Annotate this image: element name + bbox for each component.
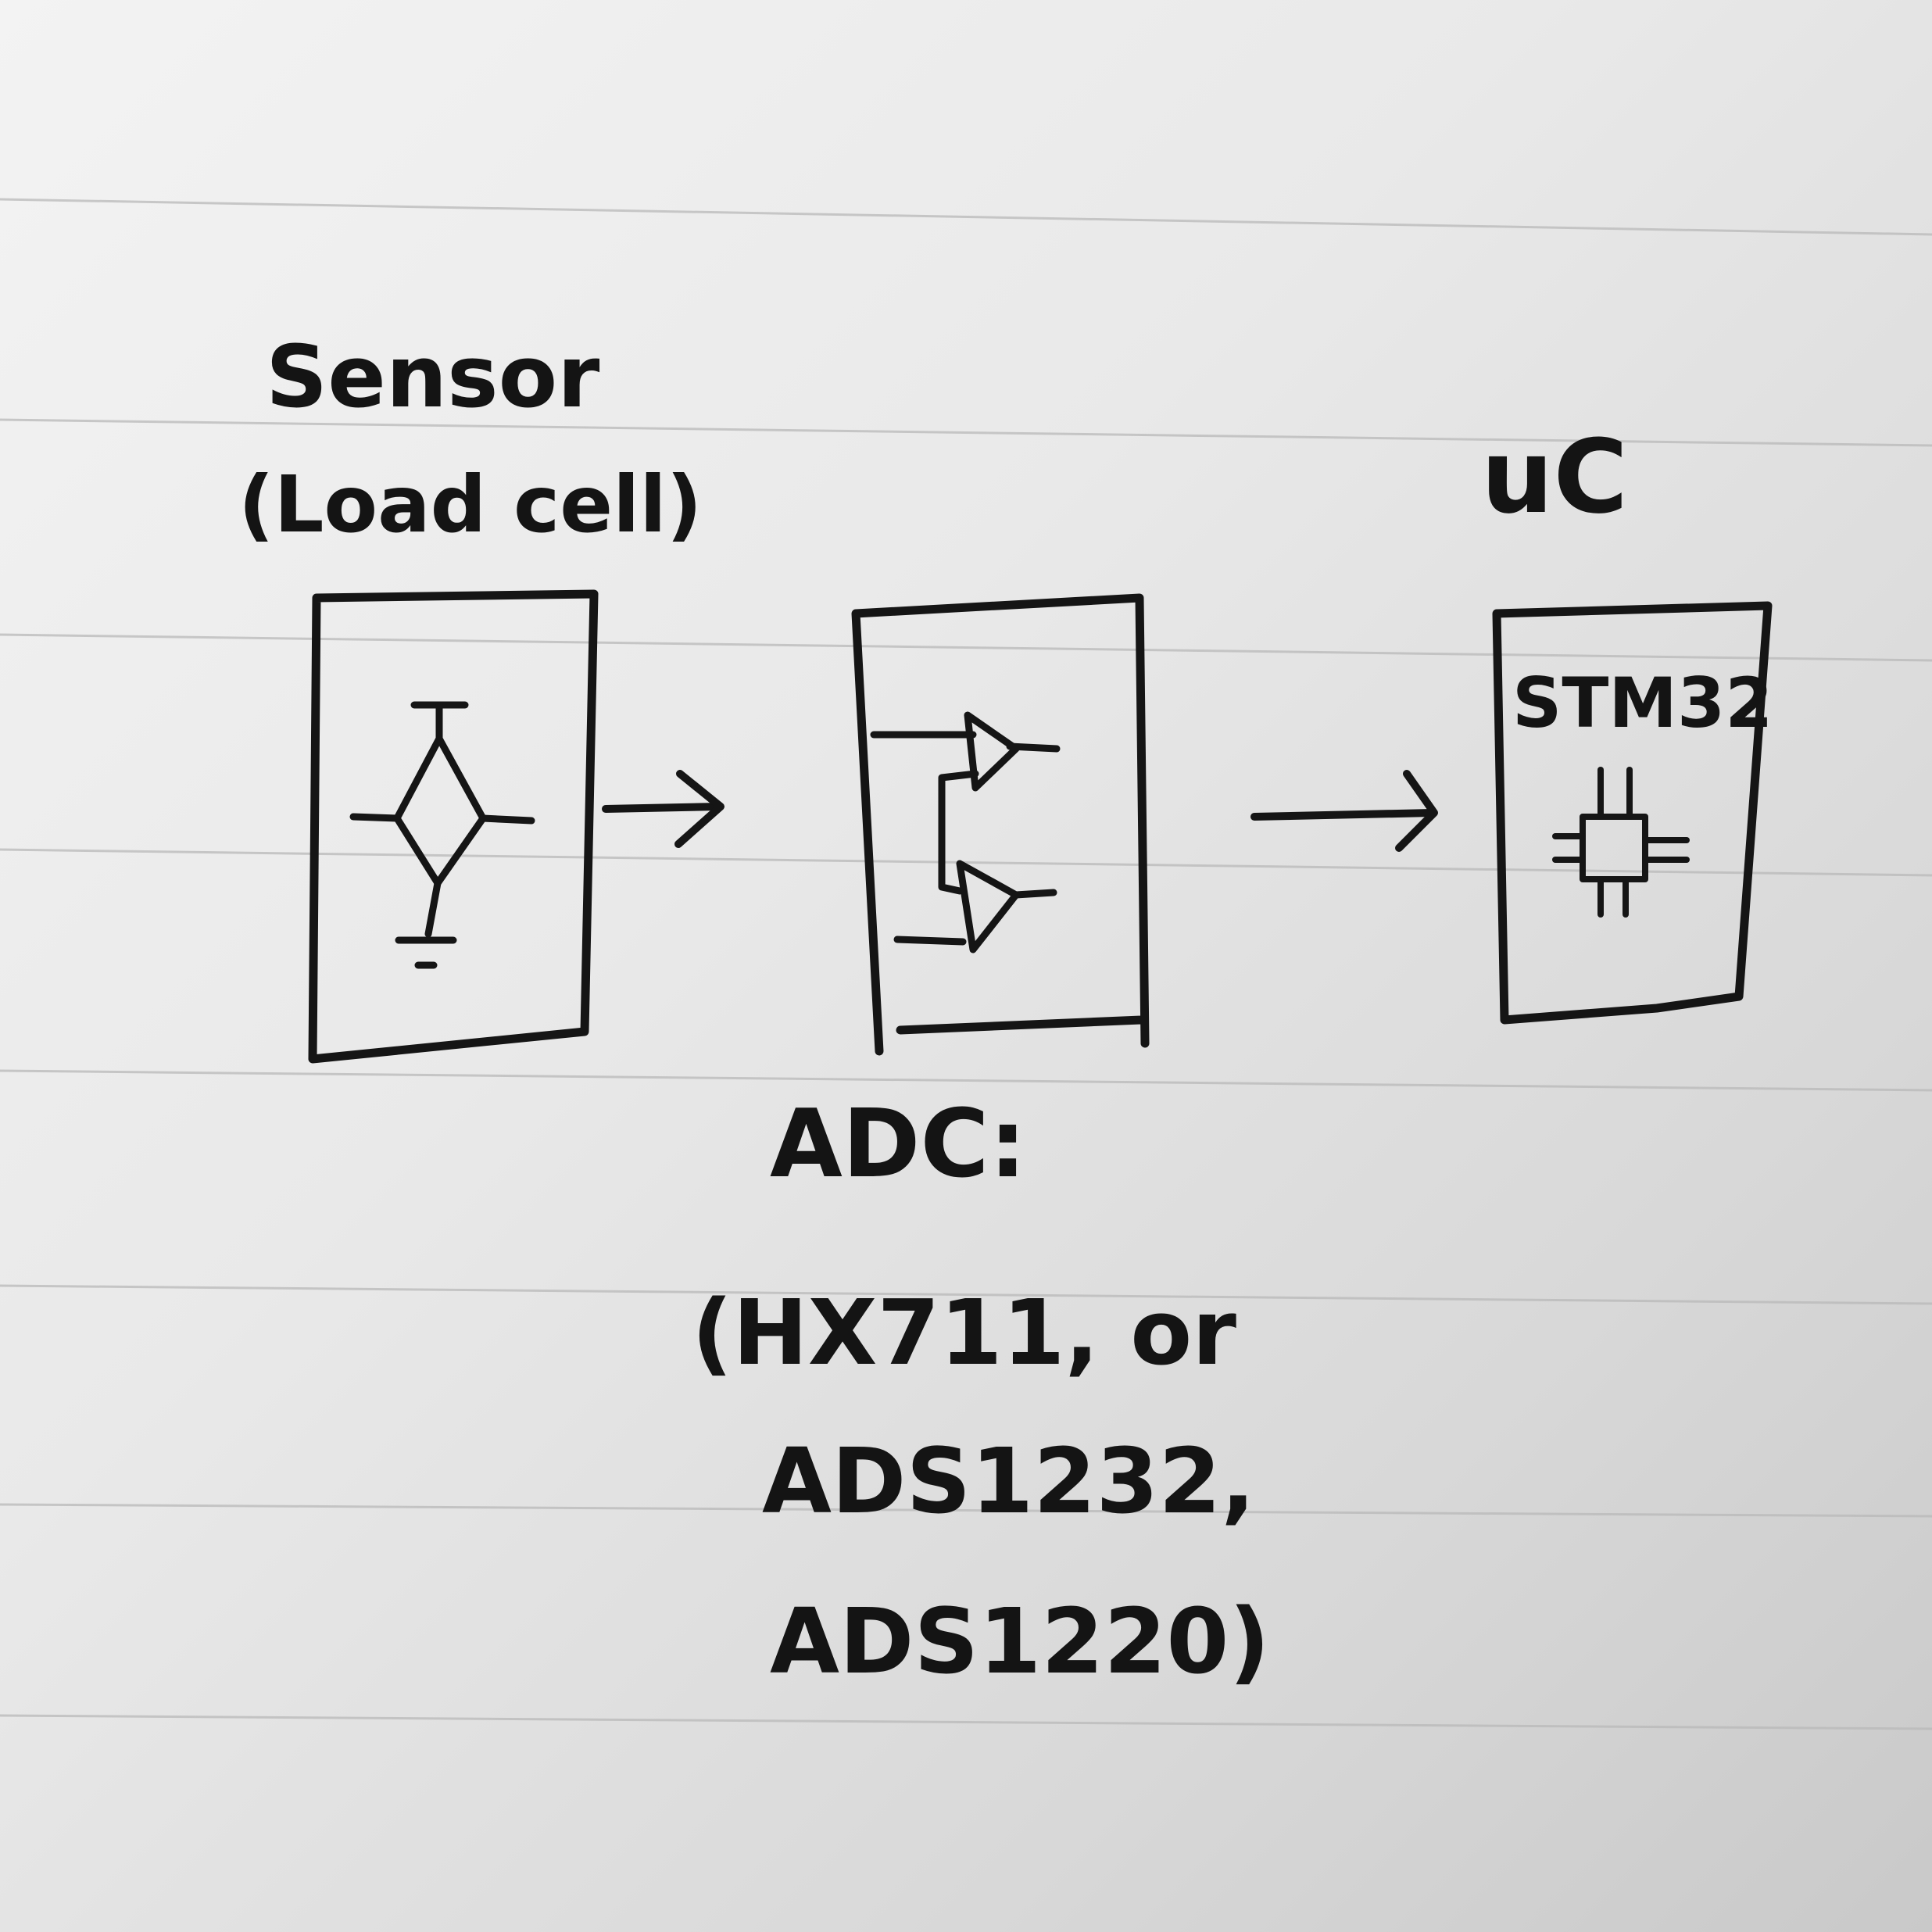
mcu-title: uC bbox=[1481, 417, 1628, 536]
adc-options-line1: (HX711, or bbox=[692, 1281, 1236, 1386]
mcu-chip-label: STM32 bbox=[1512, 663, 1773, 743]
adc-title: ADC: bbox=[770, 1090, 1027, 1199]
adc-block bbox=[851, 593, 1150, 1056]
arrow-right-icon bbox=[602, 770, 724, 848]
sensor-block bbox=[308, 589, 599, 1064]
sensor-title: Sensor bbox=[266, 327, 599, 427]
sensor-subtitle: (Load cell) bbox=[238, 459, 702, 550]
mcu-block: STM32 bbox=[1492, 601, 1773, 1025]
amplifier-icon bbox=[870, 711, 1061, 953]
adc-options-line3: ADS1220) bbox=[770, 1590, 1270, 1694]
ruled-lines bbox=[0, 198, 1932, 1730]
adc-options-line2: ADS1232, bbox=[762, 1429, 1255, 1534]
arrow-right-icon bbox=[1250, 770, 1438, 852]
chip-icon bbox=[1552, 767, 1690, 918]
wheatstone-bridge-icon bbox=[349, 701, 535, 969]
